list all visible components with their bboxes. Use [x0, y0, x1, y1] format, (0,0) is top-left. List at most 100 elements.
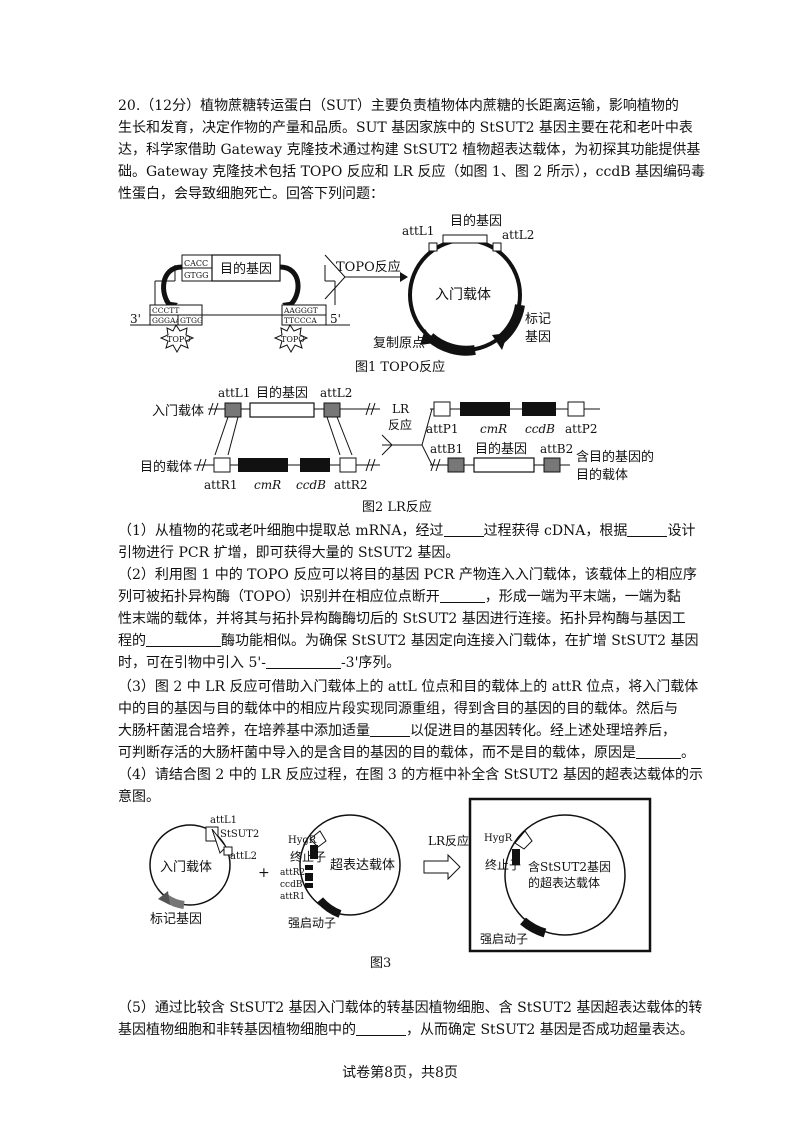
fig1-seq-left-b: GGGAA: [152, 316, 181, 325]
fig1-origin: 复制原点: [373, 336, 425, 351]
answer-blank[interactable]: [265, 653, 341, 669]
question-4: （4）请结合图 2 中的 LR 反应过程，在图 3 的方框中补全含 StSUT2…: [118, 764, 704, 808]
question-intro: 20.（12分）植物蔗糖转运蛋白（SUT）主要负责植物体内蔗糖的长距离运输，影响…: [118, 95, 706, 205]
q2-text: 酶功能相似。为确保 StSUT2 基因定向连接入门载体，在扩增 StSUT2 基…: [221, 633, 699, 649]
fig3-entry-vector: 入门载体: [160, 860, 212, 875]
fig3-attR2: attR2: [280, 868, 305, 878]
fig3-over-vector: 超表达载体: [330, 858, 395, 873]
q2-text: ，形成一端为平末端，一端为黏: [484, 589, 681, 605]
q5-text: ，从而确定 StSUT2 基因是否成功超量表达。: [406, 1022, 694, 1038]
fig2-ccdB-top: ccdB: [525, 422, 555, 436]
q1-text: 过程获得 cDNA，根据: [483, 523, 628, 539]
fig2-dest-vector: 目的载体: [140, 459, 192, 475]
fig1-insert-gene: [211, 254, 281, 282]
fig2-cmR: cmR: [254, 478, 281, 492]
fig1-marker-2: 基因: [525, 330, 551, 345]
figure-3: attL1 StSUT2 attL2 入门载体 标记基因 + HygR 终止子 …: [149, 797, 652, 971]
q5-text: （5）通过比较含 StSUT2 基因入门载体的转基因植物细胞、含 StSUT2 …: [118, 1000, 703, 1016]
fig2-result-1: 含目的基因的: [576, 449, 654, 465]
q3-text: 。: [681, 745, 695, 761]
topo-enzyme-icon: [159, 324, 195, 354]
q1-text: 设计: [667, 523, 696, 539]
fig1-topo-right: TOPO: [281, 335, 305, 344]
fig1-seq-left-c: GTGG: [180, 316, 203, 325]
fig2-ccdB: ccdB: [296, 478, 326, 492]
fig1-end-3: 3': [130, 312, 141, 326]
fig1-caption: 图1 TOPO反应: [355, 359, 445, 375]
question-1: （1）从植物的花或老叶细胞中提取总 mRNA，经过过程获得 cDNA，根据设计 …: [118, 520, 698, 564]
fig2-attL2: attL2: [320, 386, 352, 400]
fig1-seq-top-b: GTGG: [184, 271, 209, 280]
question-number: 20.（12分）: [118, 98, 201, 114]
fig3-caption: 图3: [370, 956, 391, 971]
fig2-attR2: attR2: [334, 478, 367, 492]
fig1-topo-left: TOPO: [167, 335, 191, 344]
fig2-caption: 图2 LR反应: [362, 499, 432, 515]
fig2-attP1: attP1: [426, 422, 459, 436]
fig3-box-terminator: 终止子: [485, 857, 521, 872]
answer-blank[interactable]: [356, 1020, 406, 1036]
fig1-gene-label: 目的基因: [220, 261, 272, 277]
q3-text: 以促进目的基因转化。经上述处理培养后，: [410, 723, 676, 739]
fig3-marker: 标记基因: [150, 912, 202, 927]
figure-2: 入门载体 attL1 目的基因 attL2 目的载体 attR1 cmR ccd…: [140, 385, 654, 515]
fig1-seq-left-a: CCCTT: [152, 306, 179, 315]
answer-blank[interactable]: [627, 521, 668, 537]
q2-text: （2）利用图 1 中的 TOPO 反应可以将目的基因 PCR 产物连入入门载体，…: [118, 567, 697, 583]
fig2-gene-result: 目的基因: [475, 441, 527, 457]
fig1-seq-right-b: TTCCCA: [284, 316, 317, 325]
fig3-over-vector-circle: [299, 814, 401, 916]
q1-text: （1）从植物的花或老叶细胞中提取总 mRNA，经过: [118, 523, 444, 539]
fig1-attL1: attL1: [402, 224, 434, 238]
fig2-attP2: attP2: [565, 422, 598, 436]
fig3-box-vector-2: 的超表达载体: [528, 875, 600, 890]
fig3-ccdB: ccdB: [280, 880, 303, 890]
figure-1: CACC GTGG 目的基因 CCCTT GGGAA GTGG AAGGGT T…: [130, 213, 551, 375]
fig1-entry-vector: 入门载体: [435, 287, 491, 303]
fig2-attR1: attR1: [204, 478, 237, 492]
fig2-cmR-top: cmR: [480, 422, 507, 436]
intro-line: 性蛋白，会导致细胞死亡。回答下列问题：: [118, 186, 384, 202]
fig3-plus: +: [258, 865, 270, 881]
answer-blank[interactable]: [439, 587, 485, 603]
fig2-attB2: attB2: [540, 442, 573, 456]
intro-line: 生长和发育，决定作物的产量和品质。SUT 基因家族中的 StSUT2 基因主要在…: [118, 120, 693, 136]
fig3-terminator: 终止子: [290, 849, 326, 864]
fig1-end-5: 5': [330, 312, 341, 326]
fig2-attB1: attB1: [430, 442, 463, 456]
q2-text: 时，可在引物中引入 5'-: [118, 655, 266, 671]
fig2-entry-vector: 入门载体: [152, 404, 204, 419]
intro-line: 植物蔗糖转运蛋白（SUT）主要负责植物体内蔗糖的长距离运输，影响植物的: [200, 98, 679, 114]
fig3-box-vector-1: 含StSUT2基因: [528, 859, 611, 874]
answer-blank[interactable]: [443, 521, 484, 537]
fig3-box-hygr: HygR: [484, 833, 513, 844]
fig1-marker-1: 标记: [525, 312, 551, 327]
answer-blank[interactable]: [146, 631, 221, 647]
q3-text: 中的目的基因与目的载体中的相应片段实现同源重组，得到含目的基因的目的载体。然后与: [118, 701, 678, 717]
q4-text: （4）请结合图 2 中的 LR 反应过程，在图 3 的方框中补全含 StSUT2…: [118, 767, 704, 783]
fig3-promoter: 强启动子: [288, 916, 336, 930]
fig1-attL2: attL2: [502, 228, 534, 242]
fig2-gene: 目的基因: [256, 385, 308, 401]
q2-text: 列可被拓扑异构酶（TOPO）识别并在相应位点断开: [118, 589, 440, 605]
fig3-reaction: LR反应: [428, 833, 469, 848]
q3-text: （3）图 2 中 LR 反应可借助入门载体上的 attL 位点和目的载体上的 a…: [118, 679, 699, 695]
fig3-hygr: HygR: [288, 835, 317, 846]
page-footer: 试卷第8页，共8页: [342, 1065, 458, 1081]
fig3-attL2: attL2: [230, 851, 257, 862]
intro-line: 达，科学家借助 Gateway 克隆技术通过构建 StSUT2 植物超表达载体，…: [118, 142, 701, 158]
question-2: （2）利用图 1 中的 TOPO 反应可以将目的基因 PCR 产物连入入门载体，…: [118, 564, 699, 674]
question-5: （5）通过比较含 StSUT2 基因入门载体的转基因植物细胞、含 StSUT2 …: [118, 997, 703, 1041]
q2-text: -3'序列。: [340, 655, 401, 671]
q2-text: 性末端的载体，并将其与拓扑异构酶酶切后的 StSUT2 基因进行连接。拓扑异构酶…: [118, 611, 686, 627]
fig3-entry-vector-circle: [149, 824, 231, 906]
answer-blank[interactable]: [636, 743, 681, 759]
fig1-seq-top-a: CACC: [184, 259, 208, 268]
intro-line: 础。Gateway 克隆技术包括 TOPO 反应和 LR 反应（如图 1、图 2…: [118, 164, 706, 180]
fig1-seq-right-a: AAGGGT: [283, 306, 318, 315]
q3-text: 大肠杆菌混合培养，在培养基中添加适量: [118, 723, 370, 739]
fig3-answer-vector-circle: [504, 814, 626, 936]
fig2-lr-2: 反应: [388, 417, 412, 432]
answer-blank[interactable]: [370, 721, 410, 737]
fig3-answer-box[interactable]: [468, 797, 652, 953]
